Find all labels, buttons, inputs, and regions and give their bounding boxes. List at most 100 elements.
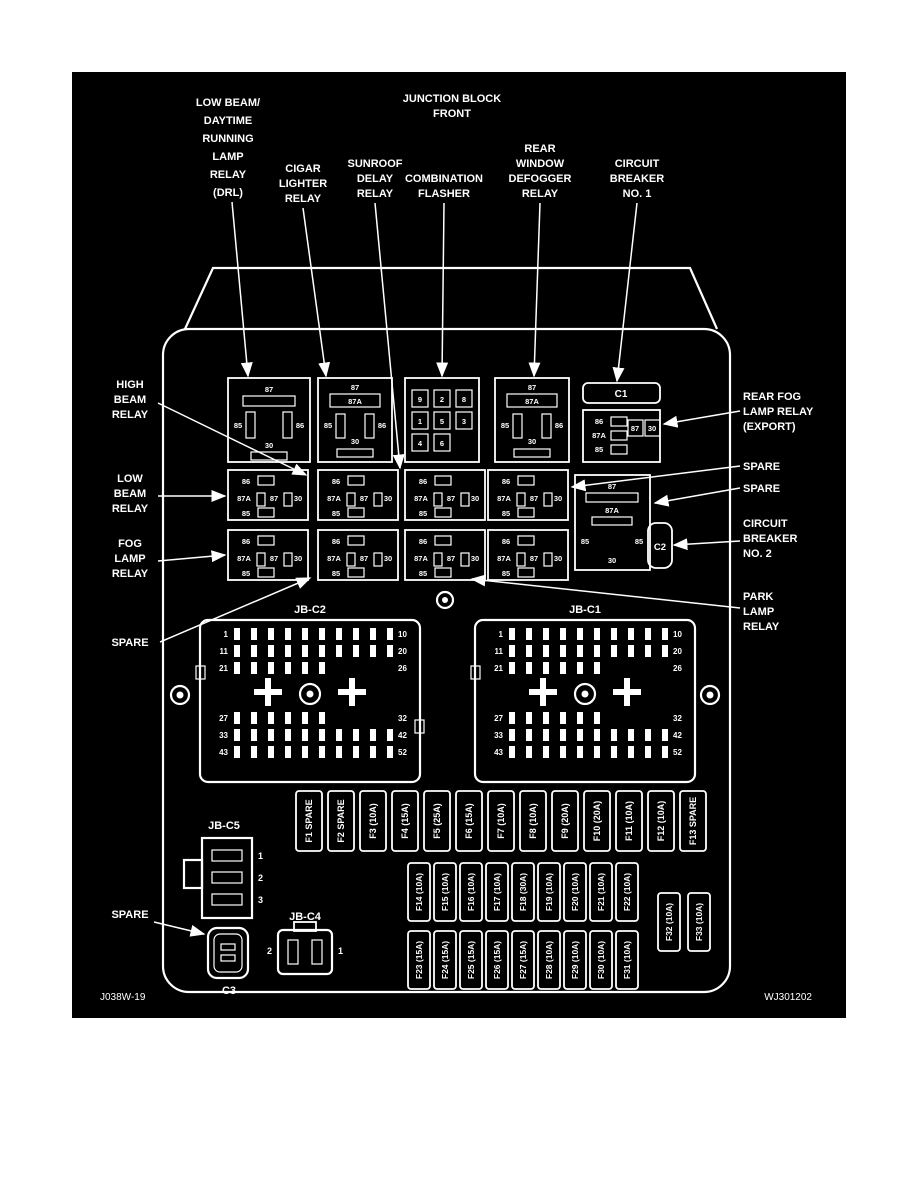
pin-label: 4 xyxy=(418,439,423,448)
callout-line: RELAY xyxy=(112,503,149,515)
pin-slot xyxy=(513,448,551,458)
jb-c4-label: JB-C4 xyxy=(289,911,322,923)
fuse-label: F22 (10A) xyxy=(622,873,632,911)
pin-number: 20 xyxy=(398,647,407,656)
fuse-box xyxy=(359,790,387,852)
fuse: F6 (15A) xyxy=(455,790,483,852)
callout-spare-left: SPARE xyxy=(111,637,148,649)
fuse-box xyxy=(485,930,509,990)
fuse: F26 (15A) xyxy=(485,930,509,990)
arrow-spare-right-1 xyxy=(570,465,741,492)
fuse-box xyxy=(433,930,457,990)
fuse: F7 (10A) xyxy=(487,790,515,852)
fuse-box xyxy=(679,790,707,852)
callout-line: DELAY xyxy=(357,173,394,185)
arrow-drl xyxy=(231,201,253,378)
connector-jb-c5: 1 2 3 xyxy=(182,836,263,920)
fuse-label: F32 (10A) xyxy=(664,903,674,941)
callout-rear-fog-lamp-relay: REAR FOG LAMP RELAY (EXPORT) xyxy=(743,391,814,433)
pin-slot xyxy=(434,535,452,546)
callout-line: REAR xyxy=(524,143,555,155)
pin-label: 30 xyxy=(471,494,479,503)
connector-body xyxy=(206,926,250,980)
callout-line: COMBINATION xyxy=(405,173,483,185)
pin-label: 30 xyxy=(554,494,562,503)
circuit-breaker-2-box xyxy=(647,522,673,569)
fuse-label: F11 (10A) xyxy=(624,801,634,841)
pin-label: 30 xyxy=(608,556,616,565)
callout-line: LAMP RELAY xyxy=(743,406,814,418)
locking-tab xyxy=(414,719,425,734)
pin-slot xyxy=(257,567,275,578)
fuse-label: F6 (15A) xyxy=(464,803,474,839)
pin-label: 86 xyxy=(332,537,340,546)
fuse-box xyxy=(407,862,431,922)
connector-inner xyxy=(213,933,243,973)
pin-label: 87 xyxy=(360,554,368,563)
pin-label: 30 xyxy=(471,554,479,563)
pin-slot xyxy=(411,433,429,452)
fuse-label: F24 (15A) xyxy=(440,941,450,979)
pin-label: 87 xyxy=(270,494,278,503)
pin-number: 52 xyxy=(398,748,407,757)
pin-slot xyxy=(329,393,381,408)
pin-number: 33 xyxy=(219,731,228,740)
pin-label: 87A xyxy=(525,397,539,406)
arrow-cigar xyxy=(302,207,331,378)
pin-label: 87A xyxy=(348,397,362,406)
fuse-box xyxy=(589,930,613,990)
arrow-spare-left xyxy=(159,577,312,643)
connector-jb-c4: 2 1 xyxy=(267,921,343,976)
fuse-box xyxy=(407,930,431,990)
pin-slot xyxy=(256,492,266,507)
pin-number: 32 xyxy=(398,714,407,723)
pin-slot xyxy=(517,535,535,546)
figure-code-left: J038W-19 xyxy=(100,992,146,1003)
pin-number: 32 xyxy=(673,714,682,723)
pin-label: 87A xyxy=(237,494,251,503)
bolt-ring xyxy=(699,684,721,706)
relay-combination-flasher: 9 2 8 1 5 3 4 6 xyxy=(404,377,480,463)
fuse: F15 (10A) xyxy=(433,862,457,922)
bolt-ring xyxy=(435,590,455,610)
callout-line: BEAM xyxy=(114,488,146,500)
callout-line: DEFOGGER xyxy=(509,173,572,185)
relay-high-beam: 86 87A 87 30 85 xyxy=(227,469,309,521)
callout-line: LIGHTER xyxy=(279,178,327,190)
callout-line: BEAM xyxy=(114,394,146,406)
fuse-label: F8 (10A) xyxy=(528,803,538,839)
fuse-box xyxy=(485,862,509,922)
fuse-label: F9 (20A) xyxy=(560,803,570,839)
pin-number: 1 xyxy=(499,630,504,639)
fuse-box xyxy=(391,790,419,852)
relay-box xyxy=(487,529,569,581)
fuse: F25 (15A) xyxy=(459,930,483,990)
relay-box xyxy=(227,469,309,521)
fuse-label: F28 (10A) xyxy=(544,941,554,979)
diagram-canvas: JUNCTION BLOCK FRONT LOW BEAM/ DAYTIME R… xyxy=(72,72,846,1018)
connector-body xyxy=(276,928,334,976)
bolt-center xyxy=(176,691,184,699)
fuse: F33 (10A) xyxy=(687,892,711,952)
relay-drl: 87 85 86 30 xyxy=(227,377,311,463)
pin-slot xyxy=(220,943,236,951)
fuse: F5 (25A) xyxy=(423,790,451,852)
pin-slot xyxy=(411,389,429,408)
fuse-box xyxy=(459,930,483,990)
relay-micro-r2c3: 86 87A 87 30 85 xyxy=(404,529,486,581)
pin-label: 87 xyxy=(265,385,273,394)
fuse-box xyxy=(563,862,587,922)
connector-hole-center xyxy=(581,690,589,698)
fuse: F13 SPARE xyxy=(679,790,707,852)
fuse-box xyxy=(551,790,579,852)
fuse: F4 (15A) xyxy=(391,790,419,852)
callout-combination-flasher: COMBINATION FLASHER xyxy=(405,173,483,200)
diagram-title: JUNCTION BLOCK xyxy=(403,93,501,105)
callout-line: REAR FOG xyxy=(743,391,801,403)
fuse: F20 (10A) xyxy=(563,862,587,922)
pin-number: 43 xyxy=(219,748,228,757)
c3-label: C3 xyxy=(222,985,236,997)
diagram-title-line2: FRONT xyxy=(433,108,471,120)
connector-jb-c2: 1 11 21 10 20 26 27 33 43 32 42 52 xyxy=(195,618,425,784)
fuse: F3 (10A) xyxy=(359,790,387,852)
